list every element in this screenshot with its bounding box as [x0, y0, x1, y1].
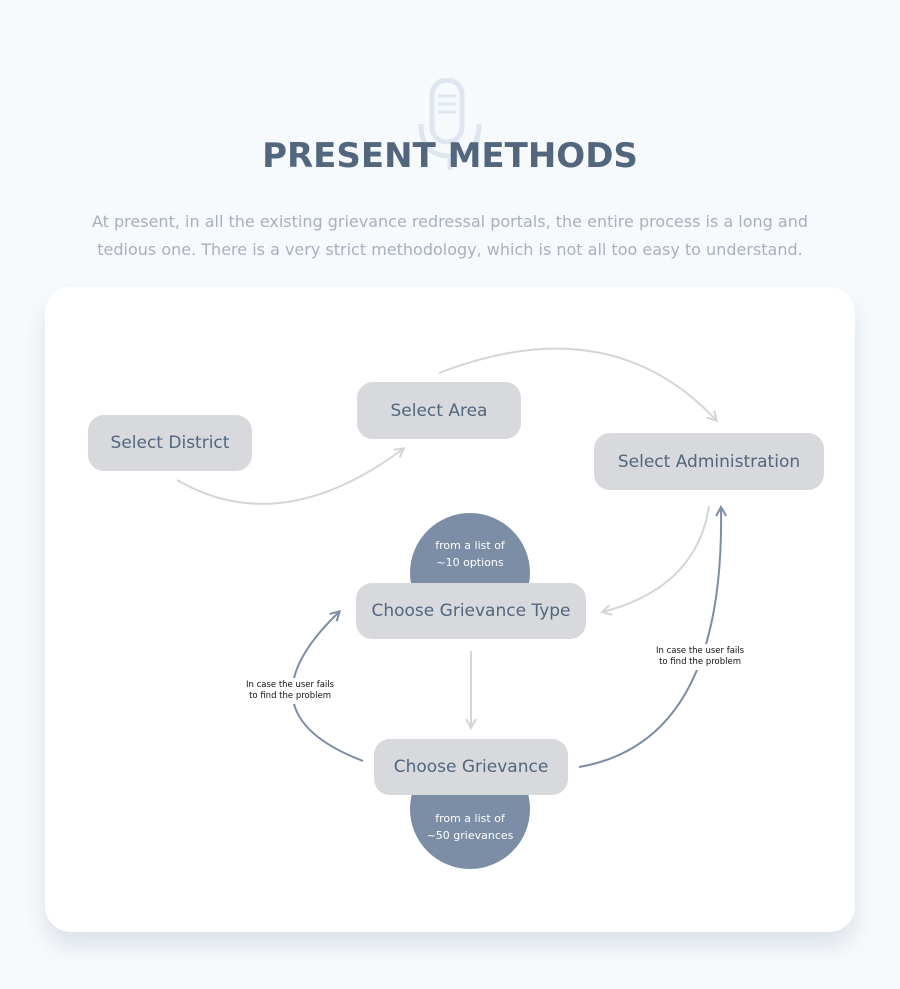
arrow-grievance-to-administration-fallback [578, 508, 721, 768]
left-fallback-note: In case the user fails to find the probl… [241, 678, 340, 704]
grievance-options-label: from a list of ~50 grievances [426, 812, 514, 842]
microphone-icon [418, 78, 482, 170]
arrow-administration-to-type [603, 505, 710, 612]
select-administration-node: Select Administration [594, 433, 824, 490]
page-title: PRESENT METHODS [262, 136, 638, 176]
choose-grievance-node: Choose Grievance [374, 739, 568, 795]
right-fallback-note: In case the user fails to find the probl… [651, 644, 750, 670]
page-intro: At present, in all the existing grievanc… [92, 212, 808, 259]
type-options-label: from a list of ~10 options [435, 539, 505, 569]
flow-diagram-card: Select District Select Area Select Admin… [45, 287, 855, 932]
arrow-district-to-area [176, 449, 403, 505]
select-area-node: Select Area [357, 382, 521, 439]
arrow-area-to-administration [438, 347, 716, 420]
select-district-node: Select District [88, 415, 252, 471]
choose-grievance-type-node: Choose Grievance Type [356, 583, 586, 639]
flow-arrows [176, 347, 855, 768]
